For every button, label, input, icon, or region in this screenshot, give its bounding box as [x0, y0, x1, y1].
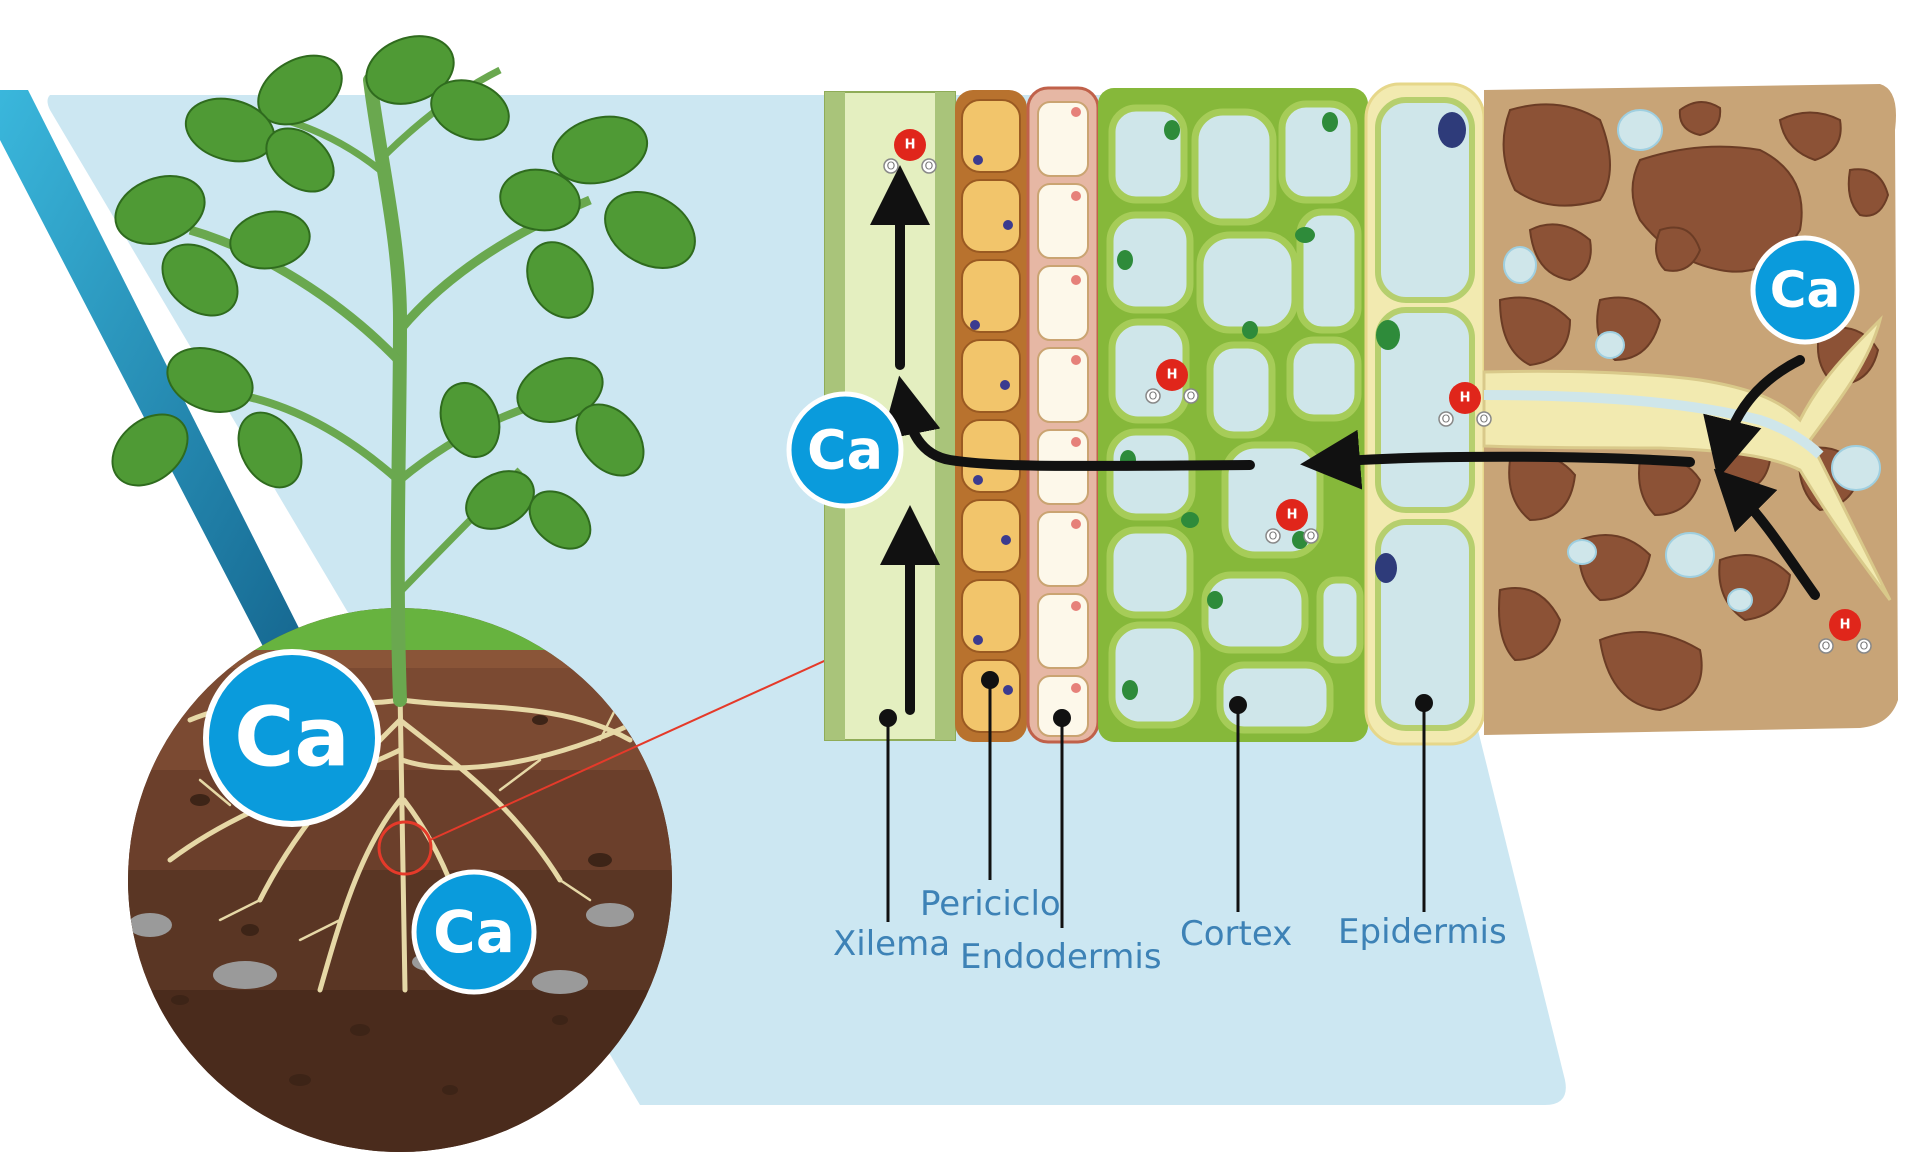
svg-text:O: O — [1187, 390, 1196, 403]
water-molecule: O O H — [1438, 382, 1492, 427]
svg-text:Ca: Ca — [807, 419, 883, 482]
svg-text:O: O — [925, 160, 934, 173]
root-zoom-marker — [377, 820, 433, 876]
arrow-from-upper-soil — [1703, 355, 1805, 480]
calcium-badge-soil-small: Ca — [411, 869, 537, 995]
svg-text:O: O — [887, 160, 896, 173]
cortex-tissue — [1098, 88, 1368, 742]
arrow-from-lower-soil — [1713, 468, 1820, 600]
label-epidermis: Epidermis — [1338, 912, 1507, 952]
diagonal-stripe — [0, 90, 310, 660]
plant-illustration — [111, 35, 696, 707]
water-molecule: O O H — [883, 129, 937, 174]
endodermis-tissue — [1026, 86, 1100, 744]
calcium-badge-soil-large: Ca — [203, 649, 381, 827]
arrow-into-xylem — [881, 375, 1255, 471]
svg-text:Ca: Ca — [1770, 261, 1840, 319]
svg-text:H: H — [1167, 368, 1178, 383]
epidermis-tissue — [1364, 82, 1486, 746]
calcium-badges: Ca Ca Ca Ca — [203, 235, 1860, 995]
zoom-connector-line — [429, 631, 889, 841]
svg-text:O: O — [1269, 530, 1278, 543]
label-endodermis: Endodermis — [960, 937, 1162, 977]
pericycle-pointer-dot — [981, 671, 999, 689]
water-molecules: O O H O O H O O H O O H — [883, 129, 1872, 654]
soil-cross-section — [128, 608, 889, 1152]
arrow-through-epidermis — [1300, 429, 1695, 490]
svg-text:O: O — [1442, 413, 1451, 426]
label-cortex: Cortex — [1180, 914, 1292, 954]
svg-text:Ca: Ca — [433, 898, 515, 966]
label-xylem: Xilema — [833, 924, 950, 964]
svg-text:O: O — [1307, 530, 1316, 543]
water-molecule: O O H — [1145, 359, 1199, 404]
cortex-pointer-dot — [1229, 696, 1247, 714]
svg-text:O: O — [1822, 640, 1831, 653]
epidermis-pointer-dot — [1415, 694, 1433, 712]
pericycle-tissue — [955, 90, 1027, 742]
endodermis-pointer-dot — [1053, 709, 1071, 727]
xylem-pointer-dot — [879, 709, 897, 727]
label-pointers — [886, 680, 1426, 928]
water-molecule: O O H — [1818, 609, 1872, 654]
svg-text:H: H — [1287, 508, 1298, 523]
svg-text:H: H — [1840, 618, 1851, 633]
svg-text:O: O — [1860, 640, 1869, 653]
water-molecule: O O H — [1265, 499, 1319, 544]
svg-text:H: H — [1460, 391, 1471, 406]
flow-arrows — [870, 165, 1820, 715]
label-pericycle: Periciclo — [920, 884, 1061, 924]
calcium-badge-xylem: Ca — [786, 391, 904, 509]
svg-text:O: O — [1149, 390, 1158, 403]
svg-text:Ca: Ca — [234, 691, 350, 786]
svg-text:O: O — [1480, 413, 1489, 426]
svg-text:H: H — [905, 138, 916, 153]
calcium-badge-root-soil: Ca — [1750, 235, 1860, 345]
